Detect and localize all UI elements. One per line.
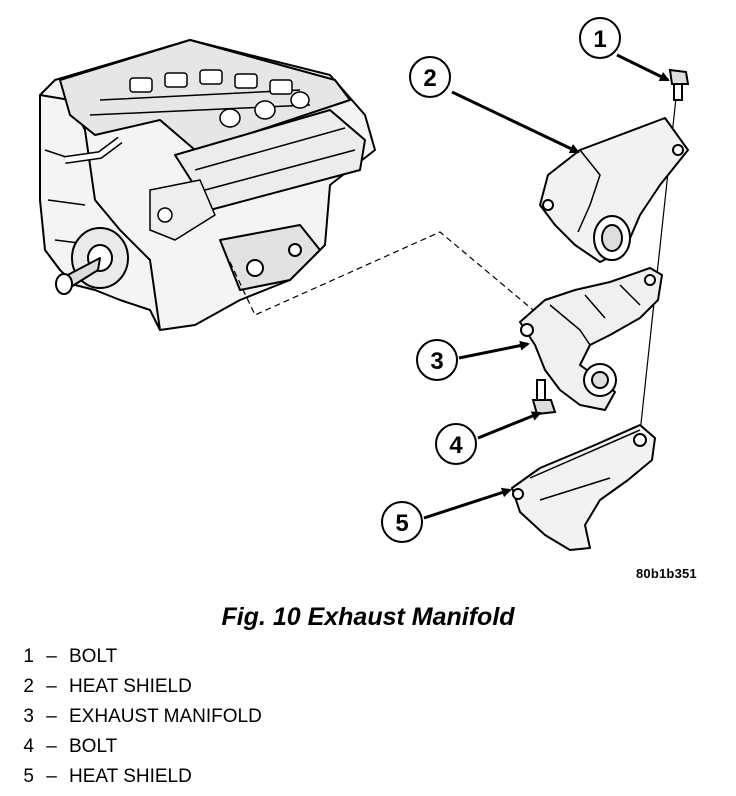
legend-item-label: HEAT SHIELD (69, 766, 192, 787)
lower-heat-shield-illustration (511, 424, 656, 551)
callout-2-arrow (451, 90, 580, 154)
callout-3-arrow (458, 340, 530, 360)
callout-1-number: 1 (593, 26, 606, 53)
callout-2-number: 2 (423, 65, 436, 92)
callout-4-number: 4 (449, 432, 463, 459)
figure-caption: Fig. 10 Exhaust Manifold (221, 603, 515, 631)
exhaust-manifold-diagram: 1 2 3 4 5 (39, 17, 690, 551)
legend-item-number: 4 (23, 736, 34, 757)
legend-item-dash: – (46, 646, 57, 667)
legend-item: 4–BOLT (20, 732, 262, 762)
figure-image-code: 80b1b351 (636, 566, 697, 581)
legend-item-dash: – (46, 766, 57, 787)
callout-1-arrow (616, 53, 670, 82)
parts-legend: 1–BOLT 2–HEAT SHIELD 3–EXHAUST MANIFOLD … (20, 642, 262, 792)
legend-item: 3–EXHAUST MANIFOLD (20, 702, 262, 732)
legend-item: 1–BOLT (20, 642, 262, 672)
legend-item-label: BOLT (69, 646, 118, 667)
legend-item-dash: – (46, 736, 57, 757)
callout-4-arrow (477, 411, 542, 440)
callout-3: 3 (416, 339, 530, 381)
legend-item-number: 5 (23, 766, 34, 787)
callout-2: 2 (409, 56, 580, 154)
legend-item: 2–HEAT SHIELD (20, 672, 262, 702)
callout-3-number: 3 (430, 348, 443, 375)
legend-item-label: BOLT (69, 736, 118, 757)
engine-block-illustration (39, 39, 376, 331)
legend-item-number: 1 (23, 646, 34, 667)
callout-1: 1 (579, 17, 670, 82)
callout-4: 4 (435, 411, 542, 465)
callout-5: 5 (381, 487, 512, 543)
callout-5-number: 5 (395, 510, 408, 537)
legend-item-number: 2 (23, 676, 34, 697)
legend-item-label: EXHAUST MANIFOLD (69, 706, 262, 727)
callout-5-arrow (423, 487, 512, 520)
bolt-upper-illustration (668, 68, 690, 101)
legend-item: 5–HEAT SHIELD (20, 762, 262, 792)
legend-item-dash: – (46, 706, 57, 727)
legend-item-label: HEAT SHIELD (69, 676, 192, 697)
exhaust-manifold-illustration (519, 267, 663, 411)
bolt-lower-illustration (531, 379, 557, 416)
legend-item-number: 3 (23, 706, 34, 727)
upper-heat-shield-illustration (539, 117, 689, 263)
legend-item-dash: – (46, 676, 57, 697)
